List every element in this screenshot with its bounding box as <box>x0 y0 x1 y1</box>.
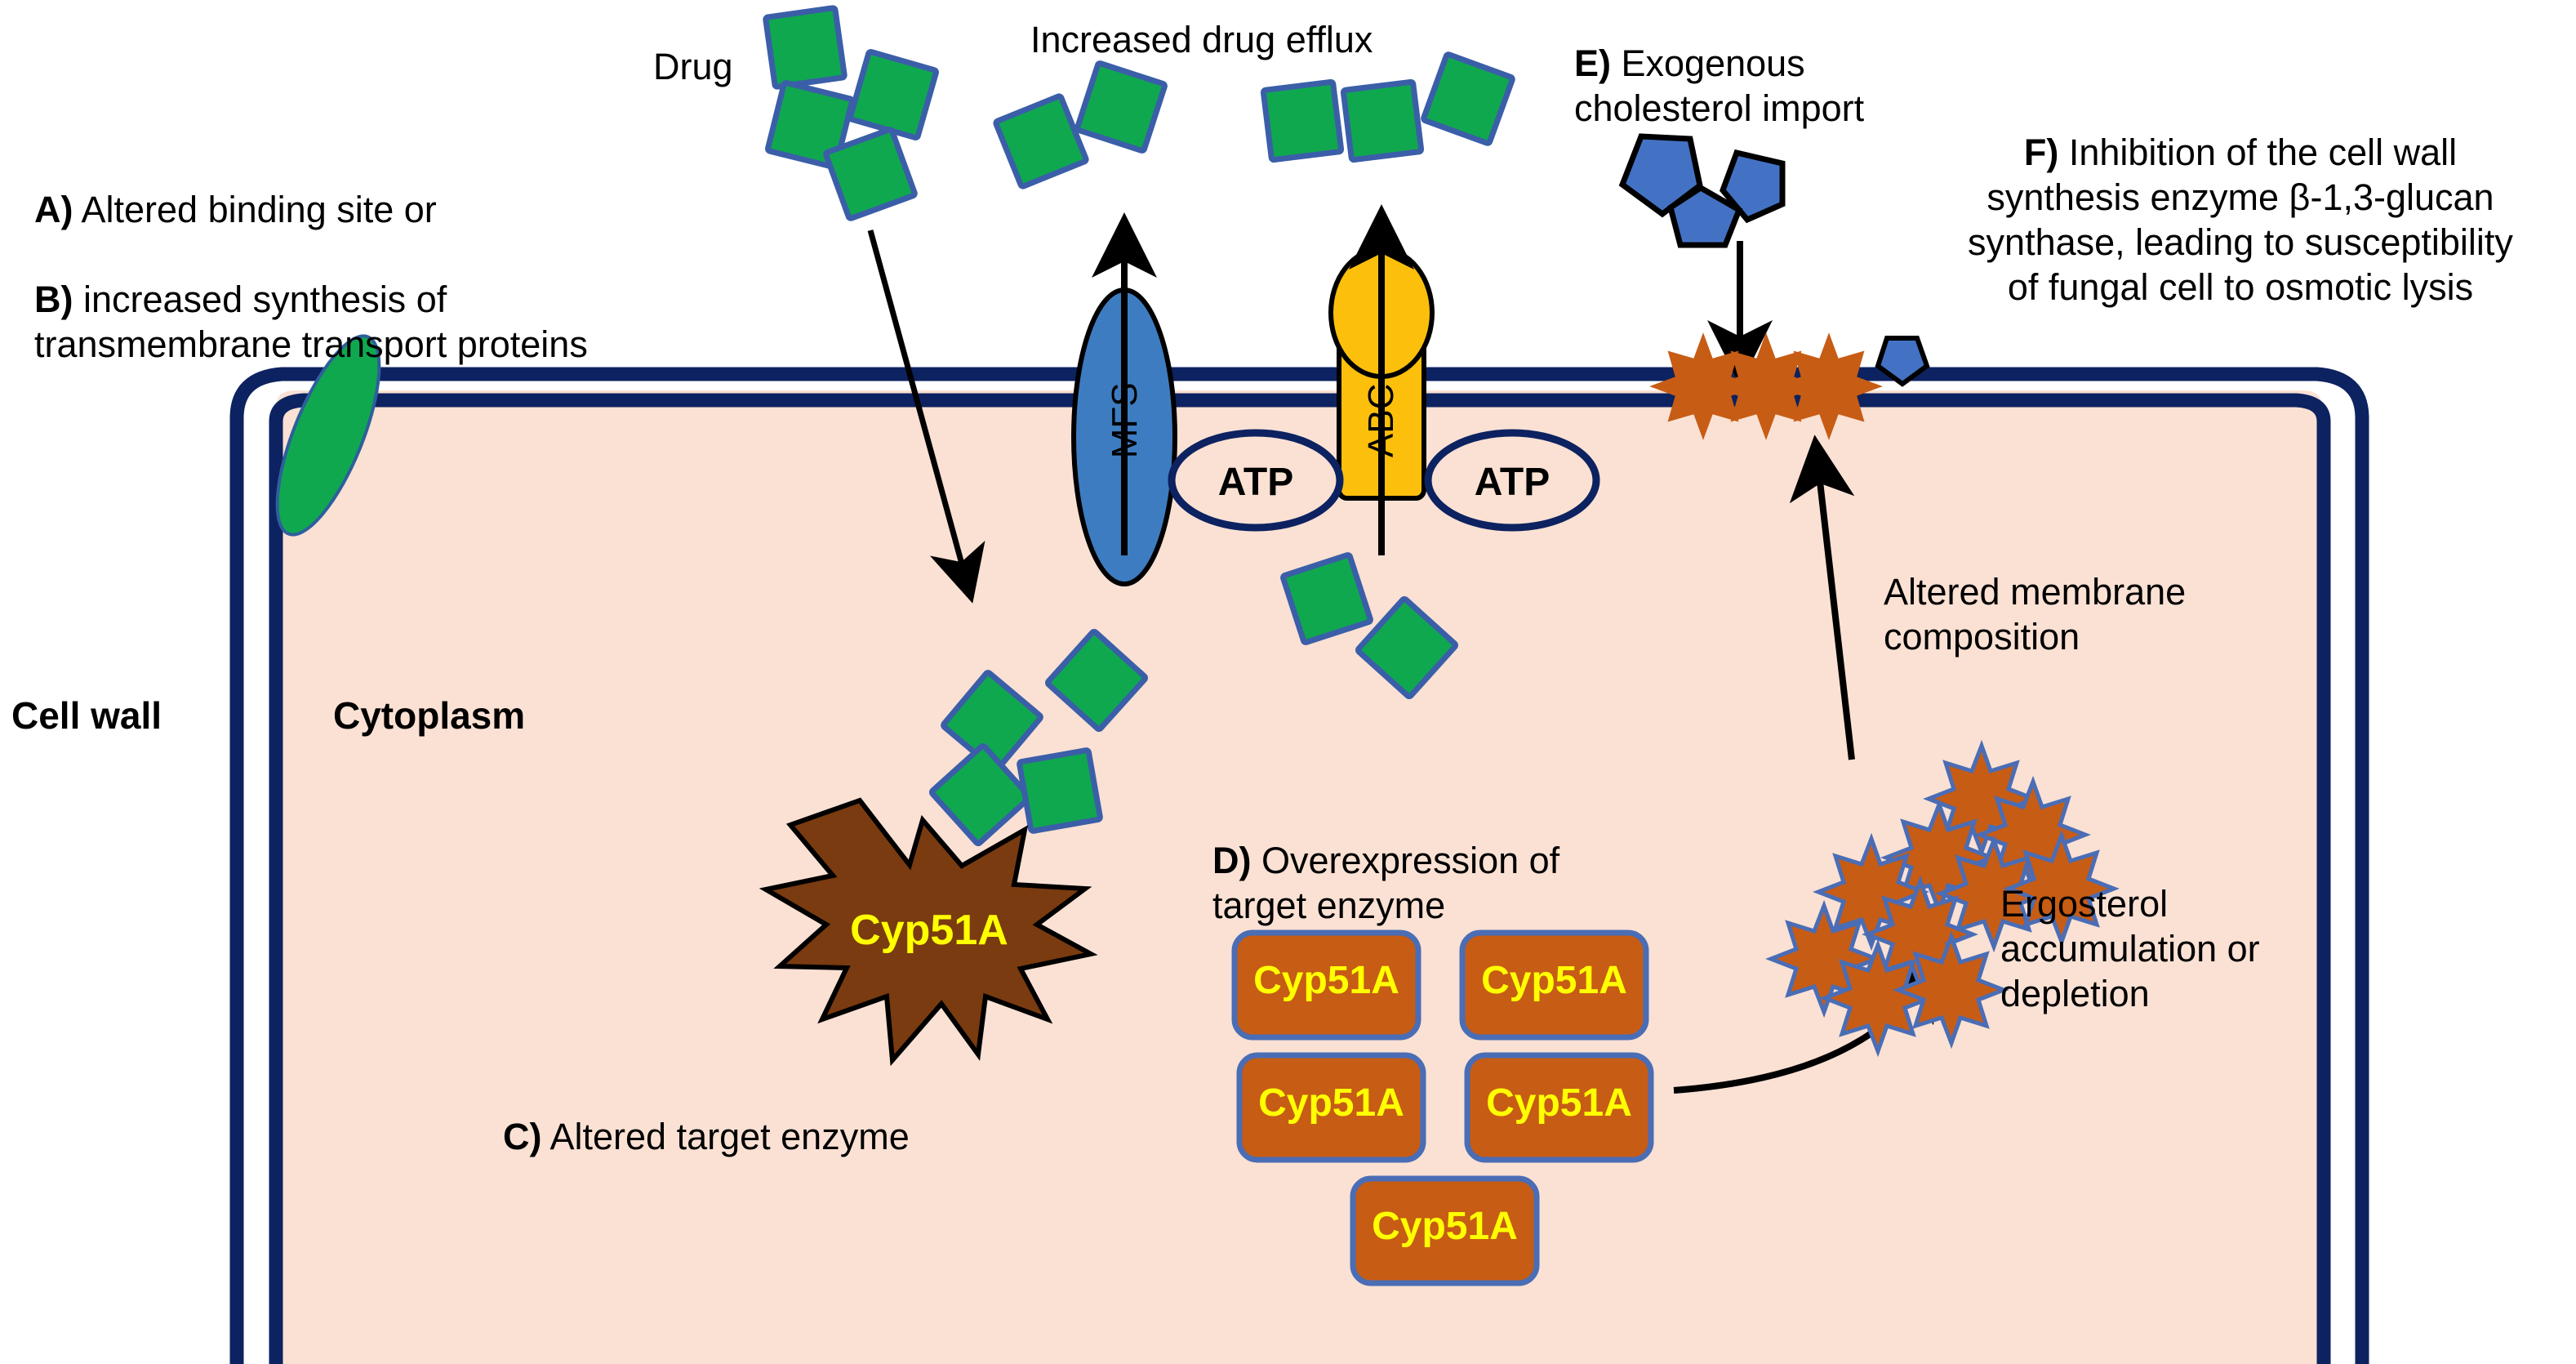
annotation-c-tag: C) <box>503 1115 542 1157</box>
drug-molecule-group-outside <box>763 5 939 221</box>
altered-target-enzyme-star <box>759 797 1098 1067</box>
membrane-composition-arrow <box>1789 435 1855 760</box>
annotation-a-tag: A) <box>34 188 73 230</box>
cyp51a-box-label-3: Cyp51A <box>1258 1081 1404 1125</box>
annotation-c-text: Altered target enzyme <box>541 1115 910 1157</box>
annotation-e-text: Exogenous cholesterol import <box>1574 42 1865 129</box>
cyp51a-box-1 <box>1231 929 1421 1041</box>
mfs-transporter[interactable] <box>1071 212 1177 586</box>
ergosterol-label: Ergosterol accumulation or depletion <box>2000 883 2260 1014</box>
annotation-a-text: Altered binding site or <box>73 188 437 230</box>
drug-molecule-group-abc-efflux <box>1260 51 1515 163</box>
annotation-e: E) Exogenous cholesterol import <box>1574 0 1999 131</box>
annotation-b-text: increased synthesis of transmembrane tra… <box>34 278 588 365</box>
cyp51a-box-4 <box>1464 1052 1654 1163</box>
cyp51a-box-label-5: Cyp51A <box>1372 1205 1518 1248</box>
cell-wall-outer-line <box>229 367 2369 1364</box>
cytoplasm-label: Cytoplasm <box>333 694 526 737</box>
annotation-c: C) Altered target enzyme <box>503 1070 1123 1160</box>
atp-oval-left <box>1168 429 1344 532</box>
cholesterol-pentagon-group <box>1618 133 1786 248</box>
annotation-ab: A) Altered binding site or B) increased … <box>34 143 810 367</box>
annotation-f-tag: F) <box>2023 131 2059 173</box>
cyp51a-box-3 <box>1236 1052 1426 1163</box>
abc-transporter[interactable] <box>1328 204 1435 555</box>
annotation-d-text: Overexpression of target enzyme <box>1212 839 1560 926</box>
transmembrane-transport-protein-green <box>275 334 381 537</box>
altered-enzyme-star-label: Cyp51A <box>850 907 1008 954</box>
abc-transporter-label: ABC <box>1361 383 1402 458</box>
drug-molecule-group-cytoplasm-lower <box>929 629 1148 846</box>
cyp51a-box-label-4: Cyp51A <box>1486 1081 1632 1125</box>
drug-label: Drug <box>653 46 733 87</box>
annotation-f-text: Inhibition of the cell wall synthesis en… <box>1968 131 2513 308</box>
glucan-synthase-star-group <box>1649 332 1930 440</box>
annotation-f: F) Inhibition of the cell wall synthesis… <box>1902 86 2576 310</box>
annotation-b-tag: B) <box>34 278 73 320</box>
cell-wall-label: Cell wall <box>11 694 162 737</box>
increased-drug-efflux-label: Increased drug efflux <box>1030 19 1373 60</box>
atp-label-right: ATP <box>1474 461 1550 504</box>
atp-oval-right <box>1424 429 1600 532</box>
mfs-transporter-label: MFS <box>1105 382 1146 459</box>
cyp51a-box-label-1: Cyp51A <box>1253 959 1399 1002</box>
ergosterol-star-group <box>1765 739 2120 1058</box>
cell-membrane-inner-line <box>269 393 2331 1364</box>
fungal-cell-body <box>276 390 2322 1364</box>
altered-membrane-composition-label: Altered membrane composition <box>1884 571 2187 657</box>
annotation-d-tag: D) <box>1212 839 1252 881</box>
cyp51a-box-5 <box>1350 1175 1540 1286</box>
cyp51a-box-2 <box>1459 929 1649 1041</box>
atp-label-left: ATP <box>1217 461 1294 504</box>
drug-molecule-group-cytoplasm-upper <box>1280 552 1458 699</box>
drug-influx-arrow <box>867 230 985 604</box>
annotation-e-tag: E) <box>1574 42 1611 84</box>
drug-molecule-group-mfs-efflux <box>993 60 1168 189</box>
annotation-d: D) Overexpression of target enzyme <box>1212 794 1719 929</box>
cyp51a-box-label-2: Cyp51A <box>1481 959 1627 1002</box>
